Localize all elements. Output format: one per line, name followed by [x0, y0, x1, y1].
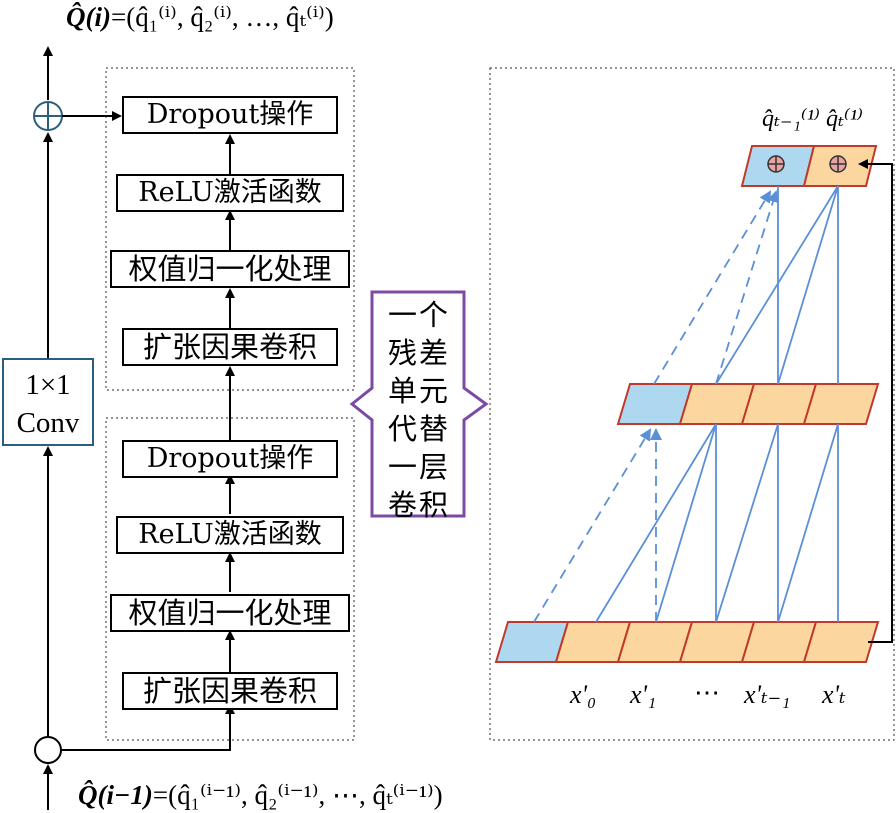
tcn-diagram-frame: [489, 67, 895, 741]
split-node: [34, 736, 62, 764]
conv-line2: Conv: [16, 407, 80, 439]
callout-line: 单元: [387, 374, 450, 408]
block2-dropout-box: Dropout操作: [122, 440, 338, 478]
x-label-t: x'ₜ: [822, 680, 846, 709]
callout-text: 一个 残差 单元 代替 一层 卷积: [376, 296, 462, 524]
top-label-t-1: q̂ₜ₋₁⁽¹⁾: [762, 106, 820, 132]
conv-line1: 1×1: [25, 369, 71, 401]
output-formula-body: (q̂₁⁽ⁱ⁾, q̂₂⁽ⁱ⁾, …, q̂ₜ⁽ⁱ⁾): [126, 2, 334, 32]
block2-dilated-box: 扩张因果卷积: [122, 672, 338, 710]
block2-norm-box: 权值归一化处理: [110, 594, 350, 632]
output-label: Q̂(i): [66, 2, 111, 32]
top-label-t: q̂ₜ⁽¹⁾: [826, 106, 863, 132]
callout-line: 一层: [387, 450, 450, 484]
x-label-dots: ⋯: [694, 678, 720, 707]
input-label: Q̂(i−1): [78, 780, 153, 810]
callout-line: 卷积: [387, 488, 450, 522]
block2-relu-box: ReLU激活函数: [116, 516, 344, 554]
callout-line: 代替: [387, 412, 450, 446]
x-label-1: x'₁: [630, 680, 657, 709]
callout-line: 残差: [387, 336, 450, 370]
output-formula: Q̂(i)=(q̂₁⁽ⁱ⁾, q̂₂⁽ⁱ⁾, …, q̂ₜ⁽ⁱ⁾): [66, 2, 334, 32]
split-to-block-arrow: [61, 704, 235, 751]
x-label-t-1: x'ₜ₋₁: [744, 680, 791, 709]
block1-dilated-box: 扩张因果卷积: [122, 328, 338, 366]
connections-upper: [653, 185, 839, 385]
tcn-skip-connection: [858, 159, 893, 643]
connections-lower: [533, 423, 839, 623]
block1-relu-box: ReLU激活函数: [116, 174, 344, 212]
callout-line: 一个: [387, 298, 450, 332]
input-formula-body: (q̂₁⁽ⁱ⁻¹⁾, q̂₂⁽ⁱ⁻¹⁾, ⋯, q̂ₜ⁽ⁱ⁻¹⁾): [168, 780, 443, 810]
input-layer: [494, 621, 880, 663]
callout-shape: [349, 290, 489, 518]
output-layer: [740, 145, 878, 187]
hidden-layer: [616, 383, 880, 425]
x-label-0: x'₀: [570, 680, 597, 709]
output-add-icons: [767, 155, 847, 173]
block1-dropout-box: Dropout操作: [122, 96, 338, 134]
input-formula: Q̂(i−1)=(q̂₁⁽ⁱ⁻¹⁾, q̂₂⁽ⁱ⁻¹⁾, ⋯, q̂ₜ⁽ⁱ⁻¹⁾…: [78, 780, 443, 810]
conv-1x1-box: 1×1 Conv: [2, 358, 94, 446]
block1-norm-box: 权值归一化处理: [110, 250, 350, 288]
